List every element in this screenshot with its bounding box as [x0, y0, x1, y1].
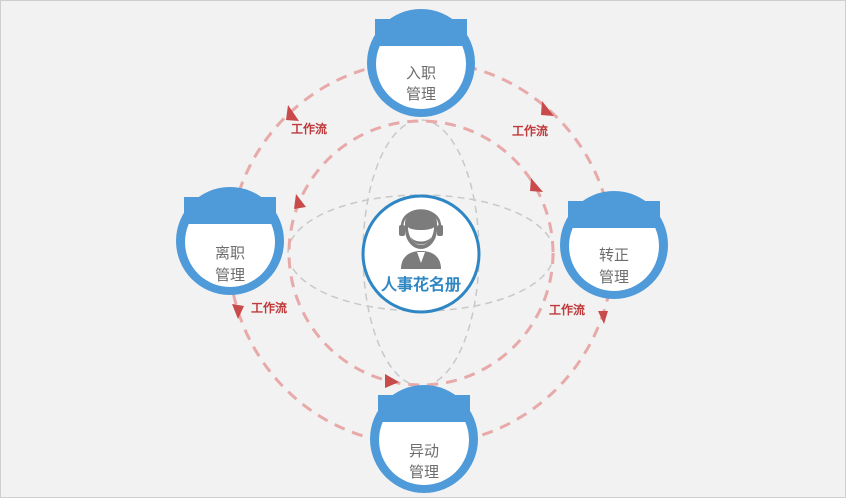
node-regularization-line1: 转正: [599, 246, 629, 264]
person-with-headset-icon: [399, 209, 443, 269]
arrow-outer-top-right: [541, 101, 554, 116]
arrow-inner-bottom: [385, 374, 399, 388]
arrow-outer-top-left: [286, 105, 299, 121]
node-transfer-line1: 异动: [409, 442, 439, 460]
node-onboarding[interactable]: 入职 管理: [367, 9, 475, 117]
node-regularization[interactable]: 转正 管理: [560, 191, 668, 299]
center-title: 人事花名册: [381, 275, 461, 294]
node-onboarding-line1: 入职: [406, 64, 436, 82]
arrow-inner-left: [294, 194, 306, 209]
arrow-outer-bottom-right: [598, 311, 608, 324]
flow-label-top-right: 工作流: [512, 123, 548, 138]
node-regularization-line2: 管理: [599, 268, 629, 286]
node-resignation-line2: 管理: [215, 266, 245, 284]
center-node[interactable]: 人事花名册: [361, 194, 481, 314]
flow-label-bottom-left: 工作流: [251, 300, 287, 315]
inner-flow-circle: [287, 119, 555, 387]
node-resignation-line1: 离职: [215, 244, 245, 262]
flow-label-bottom-right: 工作流: [549, 302, 585, 317]
arrow-inner-top-right: [530, 178, 543, 192]
flow-label-top-left: 工作流: [291, 121, 327, 136]
arrow-outer-bottom-left: [232, 304, 244, 319]
node-resignation[interactable]: 离职 管理: [176, 187, 284, 295]
node-transfer-line2: 管理: [409, 463, 439, 481]
node-transfer[interactable]: 异动 管理: [370, 385, 478, 493]
node-onboarding-line2: 管理: [406, 85, 436, 103]
